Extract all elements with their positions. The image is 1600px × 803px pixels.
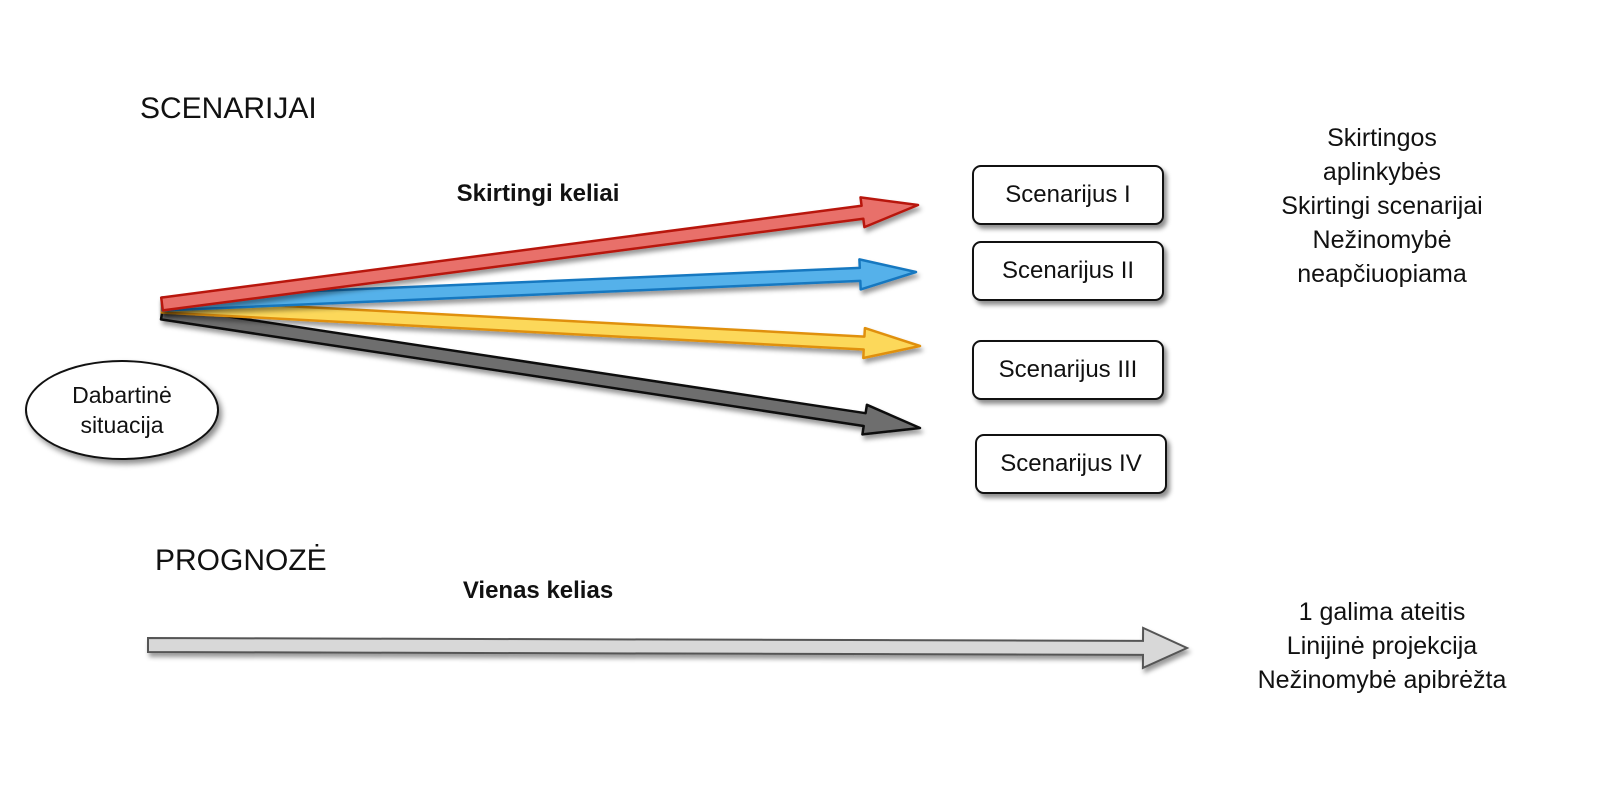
scenario-box-3: Scenarijus III bbox=[972, 340, 1164, 400]
arrow-scenario-1 bbox=[159, 196, 920, 312]
different-paths-label: Skirtingi keliai bbox=[456, 180, 620, 207]
scenarios-heading: SCENARIJAI bbox=[140, 92, 317, 125]
scenarios-notes: Skirtingos aplinkybės Skirtingi scenarij… bbox=[1281, 121, 1482, 291]
note-line: neapčiuopiama bbox=[1297, 260, 1467, 288]
scenario-box-2: Scenarijus II bbox=[972, 241, 1164, 301]
note-line: aplinkybės bbox=[1322, 158, 1442, 186]
note-line: Nežinomybė apibrėžta bbox=[1257, 666, 1507, 694]
forecast-notes: 1 galima ateitis Linijinė projekcija Než… bbox=[1258, 595, 1507, 697]
note-line: Skirtingi scenarijai bbox=[1281, 192, 1483, 220]
note-line: Linijinė projekcija bbox=[1286, 632, 1478, 660]
scenario-box-1: Scenarijus I bbox=[972, 165, 1164, 225]
current-situation-line1: Dabartinė bbox=[72, 382, 172, 408]
note-line: Nežinomybė bbox=[1312, 226, 1452, 254]
current-situation-line2: situacija bbox=[80, 412, 164, 438]
scenario-box-4: Scenarijus IV bbox=[975, 434, 1167, 494]
arrow-forecast bbox=[147, 626, 1190, 670]
arrow-scenario-4 bbox=[159, 305, 922, 436]
forecast-heading: PROGNOZĖ bbox=[155, 544, 327, 577]
current-situation-node: Dabartinė situacija bbox=[25, 360, 219, 460]
single-path-label: Vienas kelias bbox=[462, 577, 614, 604]
note-line: Skirtingos bbox=[1327, 124, 1437, 152]
note-line: 1 galima ateitis bbox=[1298, 598, 1466, 626]
